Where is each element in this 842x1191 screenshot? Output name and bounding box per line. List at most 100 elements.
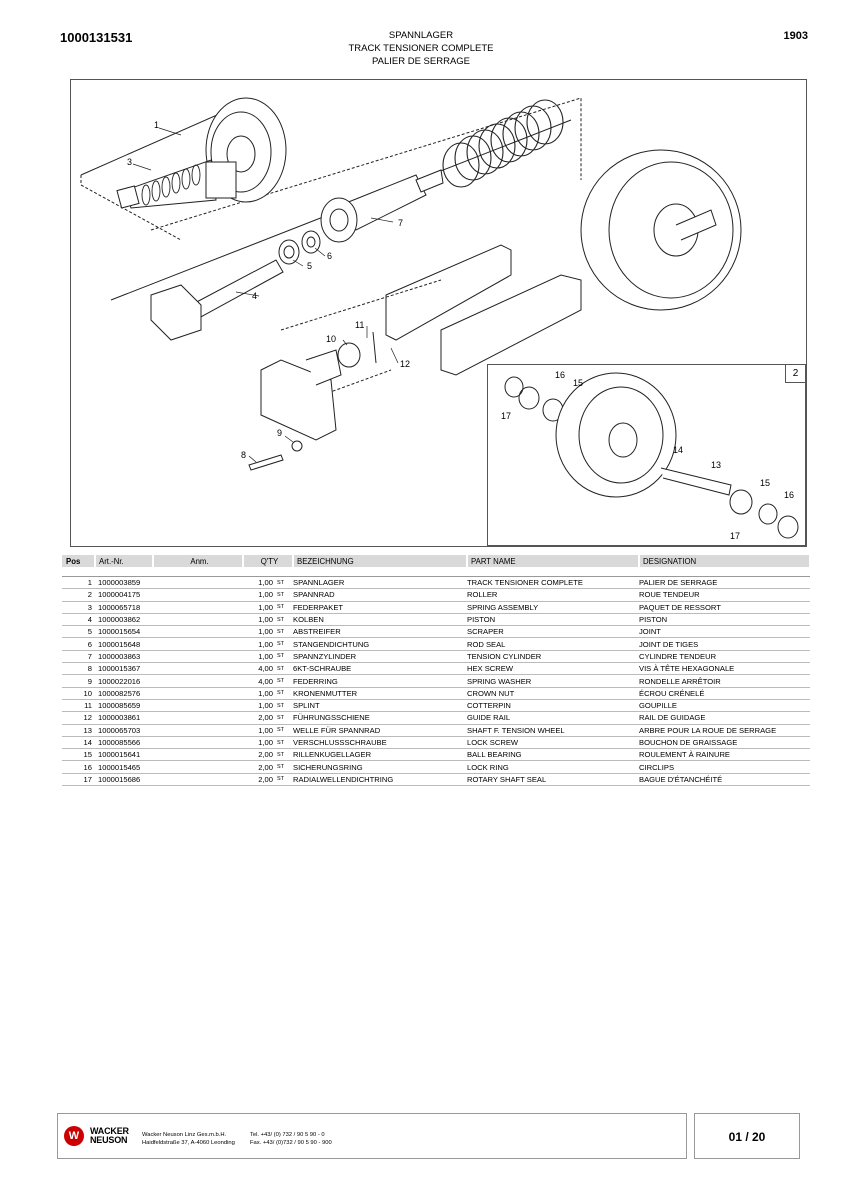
cell-anm [153, 576, 243, 590]
cell-pos: 12 [62, 711, 95, 725]
document-number: 1000131531 [60, 30, 133, 45]
cell-art-nr: 1000015641 [95, 748, 153, 762]
cell-anm [153, 625, 243, 639]
company-contact: Tel. +43/ (0) 732 / 90 5 90 - 0 Fax. +43… [250, 1131, 332, 1147]
cell-part-name: TRACK TENSIONER COMPLETE [467, 576, 639, 590]
cell-pos: 10 [62, 687, 95, 700]
cell-designation: PALIER DE SERRAGE [639, 576, 810, 590]
cell-art-nr: 1000015686 [95, 773, 153, 787]
cell-qty: 1,00 [243, 724, 273, 737]
cell-unit: ST [273, 699, 293, 713]
cell-art-nr: 1000003859 [95, 576, 153, 590]
cell-designation: BAGUE D'ÉTANCHÉITÉ [639, 773, 810, 787]
cell-art-nr: 1000085566 [95, 736, 153, 750]
cell-bezeichnung: VERSCHLUSSSCHRAUBE [293, 736, 467, 750]
cell-designation: ROULEMENT À RAINURE [639, 748, 810, 762]
company-address: Wacker Neuson Linz Ges.m.b.H. Haidfeldst… [142, 1131, 235, 1147]
cell-designation: ÉCROU CRÉNELÉ [639, 687, 810, 700]
title-german: SPANNLAGER [388, 30, 454, 41]
callout: 5 [307, 261, 312, 271]
cell-part-name: SPRING WASHER [467, 674, 639, 688]
cell-anm [153, 687, 243, 700]
callout: 4 [252, 291, 257, 301]
cell-unit: ST [273, 687, 293, 700]
cell-pos: 9 [62, 674, 95, 688]
cell-unit: ST [273, 625, 293, 639]
company-street: Haidfeldstraße 37, A-4060 Leonding [142, 1140, 235, 1146]
cell-pos: 14 [62, 736, 95, 750]
cell-pos: 8 [62, 662, 95, 676]
callout: 14 [673, 445, 683, 455]
cell-pos: 15 [62, 748, 95, 762]
title-english: TRACK TENSIONER COMPLETE [348, 43, 494, 54]
cell-pos: 5 [62, 625, 95, 639]
cell-bezeichnung: SPANNZYLINDER [293, 650, 467, 664]
cell-art-nr: 1000065718 [95, 601, 153, 614]
cell-unit: ST [273, 748, 293, 762]
cell-anm [153, 674, 243, 688]
callout: 16 [555, 370, 565, 380]
cell-designation: PAQUET DE RESSORT [639, 601, 810, 614]
header-pos: Pos [62, 555, 96, 567]
cell-part-name: LOCK RING [467, 760, 639, 774]
header-art-nr: Art.-Nr. [95, 555, 154, 567]
callout: 11 [355, 320, 364, 330]
cell-anm [153, 588, 243, 602]
cell-qty: 1,00 [243, 699, 273, 713]
cell-designation: RONDELLE ARRÊTOIR [639, 674, 810, 688]
cell-bezeichnung: ABSTREIFER [293, 625, 467, 639]
cell-bezeichnung: RADIALWELLENDICHTRING [293, 773, 467, 787]
callout: 9 [277, 428, 282, 438]
cell-part-name: BALL BEARING [467, 748, 639, 762]
cell-art-nr: 1000085659 [95, 699, 153, 713]
callout: 17 [501, 411, 511, 421]
cell-part-name: ROLLER [467, 588, 639, 602]
wacker-neuson-logo-icon: W [64, 1126, 84, 1146]
callout: 1 [154, 120, 159, 130]
callout: 16 [784, 490, 794, 500]
cell-pos: 11 [62, 699, 95, 713]
cell-anm [153, 699, 243, 713]
callout: 15 [760, 478, 770, 488]
fax: Fax. +43/ (0)732 / 90 5 90 - 900 [250, 1140, 332, 1146]
page-title: SPANNLAGER TRACK TENSIONER COMPLETE PALI… [0, 29, 842, 68]
cell-unit: ST [273, 736, 293, 750]
cell-designation: PISTON [639, 613, 810, 627]
callout: 15 [573, 378, 583, 388]
cell-designation: BOUCHON DE GRAISSAGE [639, 736, 810, 750]
cell-qty: 1,00 [243, 625, 273, 639]
cell-unit: ST [273, 650, 293, 664]
callout: 3 [127, 157, 132, 167]
cell-bezeichnung: SICHERUNGSRING [293, 760, 467, 774]
header-designation: DESIGNATION [639, 555, 811, 567]
inset-number: 2 [785, 365, 805, 383]
cell-pos: 16 [62, 760, 95, 774]
exploded-view-drawing: 1 3 7 5 6 4 11 10 12 9 8 16 15 17 14 13 … [70, 79, 807, 547]
cell-qty: 1,00 [243, 687, 273, 700]
cell-bezeichnung: 6KT-SCHRAUBE [293, 662, 467, 676]
cell-part-name: HEX SCREW [467, 662, 639, 676]
cell-anm [153, 724, 243, 737]
cell-art-nr: 1000082576 [95, 687, 153, 700]
cell-anm [153, 748, 243, 762]
cell-qty: 4,00 [243, 662, 273, 676]
cell-art-nr: 1000015648 [95, 637, 153, 651]
cell-qty: 1,00 [243, 613, 273, 627]
cell-unit: ST [273, 760, 293, 774]
cell-part-name: PISTON [467, 613, 639, 627]
cell-anm [153, 711, 243, 725]
callout: 10 [326, 334, 336, 344]
cell-designation: ARBRE POUR LA ROUE DE SERRAGE [639, 724, 810, 737]
cell-designation: JOINT DE TIGES [639, 637, 810, 651]
cell-part-name: TENSION CYLINDER [467, 650, 639, 664]
